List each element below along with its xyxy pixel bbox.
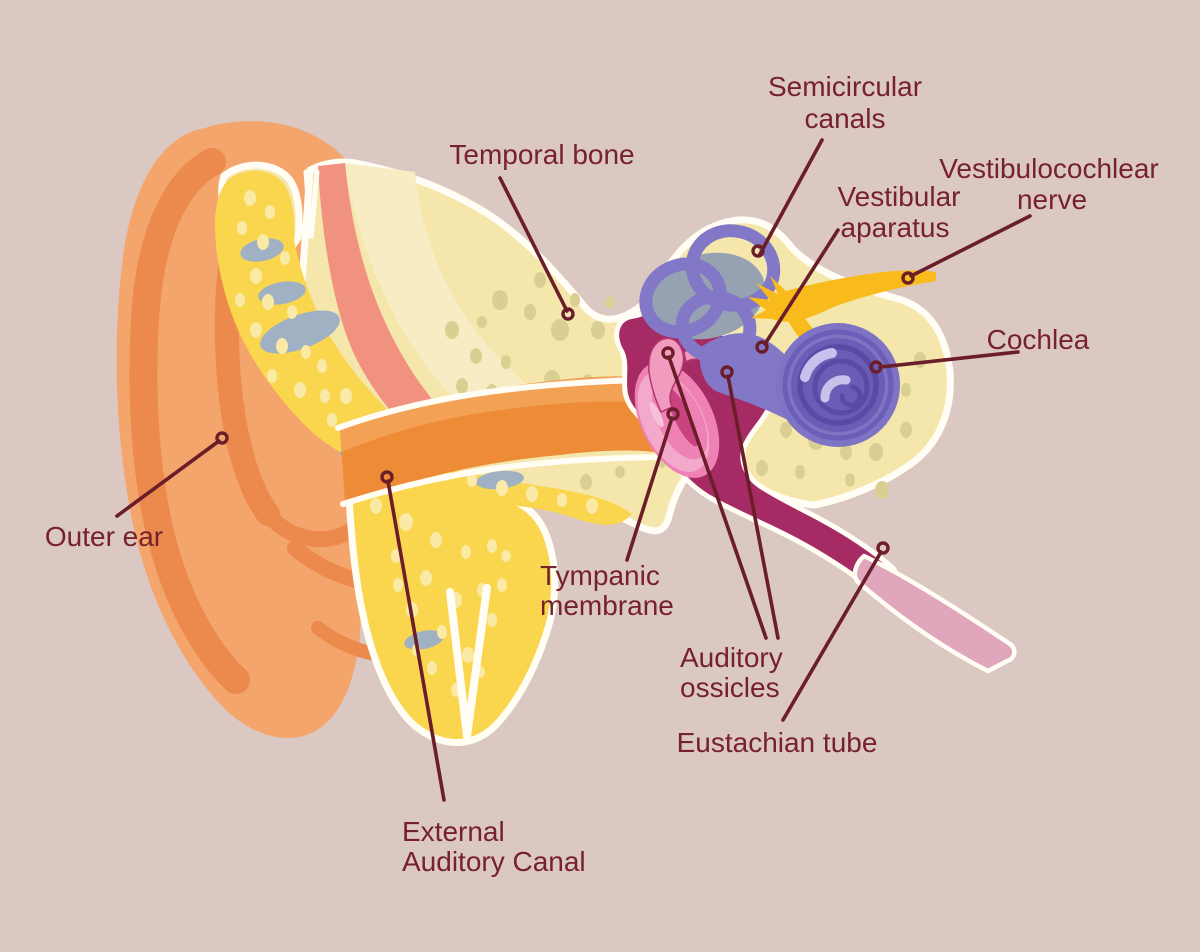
leader-auditory-ossicles-2 <box>726 374 780 640</box>
leader-semicircular-canals <box>758 138 824 256</box>
leader-cochlea <box>878 350 1020 369</box>
label-auditory-ossicles-1: Auditory <box>680 642 783 673</box>
bone-top-notch <box>303 169 320 239</box>
leader-dot-external-auditory-canal <box>380 470 394 484</box>
label-semicircular-canals-2: canals <box>805 103 886 134</box>
label-tympanic-membrane-1: Tympanic <box>540 560 660 591</box>
leader-auditory-ossicles-1 <box>667 355 768 640</box>
label-outer-ear: Outer ear <box>45 521 163 552</box>
label-eustachian-tube: Eustachian tube <box>677 727 878 758</box>
labels: Semicircular canals Vestibular aparatus … <box>45 71 1159 877</box>
label-cochlea: Cochlea <box>987 324 1090 355</box>
leader-temporal-bone <box>498 176 569 313</box>
leader-dot-eustachian-tube <box>876 541 890 555</box>
leader-lines <box>115 138 1032 802</box>
leader-dot-cochlea <box>869 360 883 374</box>
inner-ear-illustration <box>639 224 936 447</box>
leader-external-auditory-canal <box>386 479 446 802</box>
ear-helix-fold <box>129 148 250 694</box>
label-external-auditory-canal-1: External <box>402 816 505 847</box>
canal-wall-stripe <box>318 163 472 458</box>
canal-outline-top <box>335 376 675 431</box>
canal-outline-bottom <box>340 454 675 507</box>
membrane-dark-streak <box>666 388 699 447</box>
eustachian-tube-pink <box>852 553 1017 674</box>
leader-tympanic-membrane <box>625 416 674 562</box>
label-vestibulocochlear-nerve-2: nerve <box>1017 184 1087 215</box>
label-auditory-ossicles-2: ossicles <box>680 672 780 703</box>
leader-outer-ear <box>115 439 221 518</box>
label-semicircular-canals-1: Semicircular <box>768 71 922 102</box>
tympanic-membrane-illustration <box>634 362 720 478</box>
membrane-highlight <box>649 401 664 428</box>
leader-vestibulocochlear-nerve <box>909 214 1032 278</box>
leader-vestibular-aparatus <box>763 228 840 346</box>
label-vestibulocochlear-nerve-1: Vestibulocochlear <box>939 153 1158 184</box>
leader-dot-vestibular-aparatus <box>755 340 769 354</box>
leader-dot-outer-ear <box>215 431 229 445</box>
ossicle-malleus <box>648 337 685 413</box>
leader-dot-tympanic-membrane <box>666 407 680 421</box>
cochlea-shape <box>776 323 900 447</box>
leader-dot-auditory-ossicles-1 <box>661 346 675 360</box>
label-vestibular-aparatus-2: aparatus <box>841 212 950 243</box>
bone-wedge-notch <box>446 584 491 740</box>
label-vestibular-aparatus-1: Vestibular <box>838 181 961 212</box>
canal-tube-light <box>340 376 672 452</box>
external-auditory-canal-illustration <box>335 376 675 507</box>
label-temporal-bone: Temporal bone <box>449 139 634 170</box>
leader-dot-semicircular-canals <box>751 244 765 258</box>
label-tympanic-membrane-2: membrane <box>540 590 674 621</box>
leader-eustachian-tube <box>781 550 883 722</box>
leader-dot-temporal-bone <box>561 307 575 321</box>
label-external-auditory-canal-2: Auditory Canal <box>402 846 586 877</box>
leader-dot-vestibulocochlear-nerve <box>901 271 915 285</box>
leader-dot-auditory-ossicles-2 <box>720 365 734 379</box>
bone-cream-band <box>345 163 550 432</box>
